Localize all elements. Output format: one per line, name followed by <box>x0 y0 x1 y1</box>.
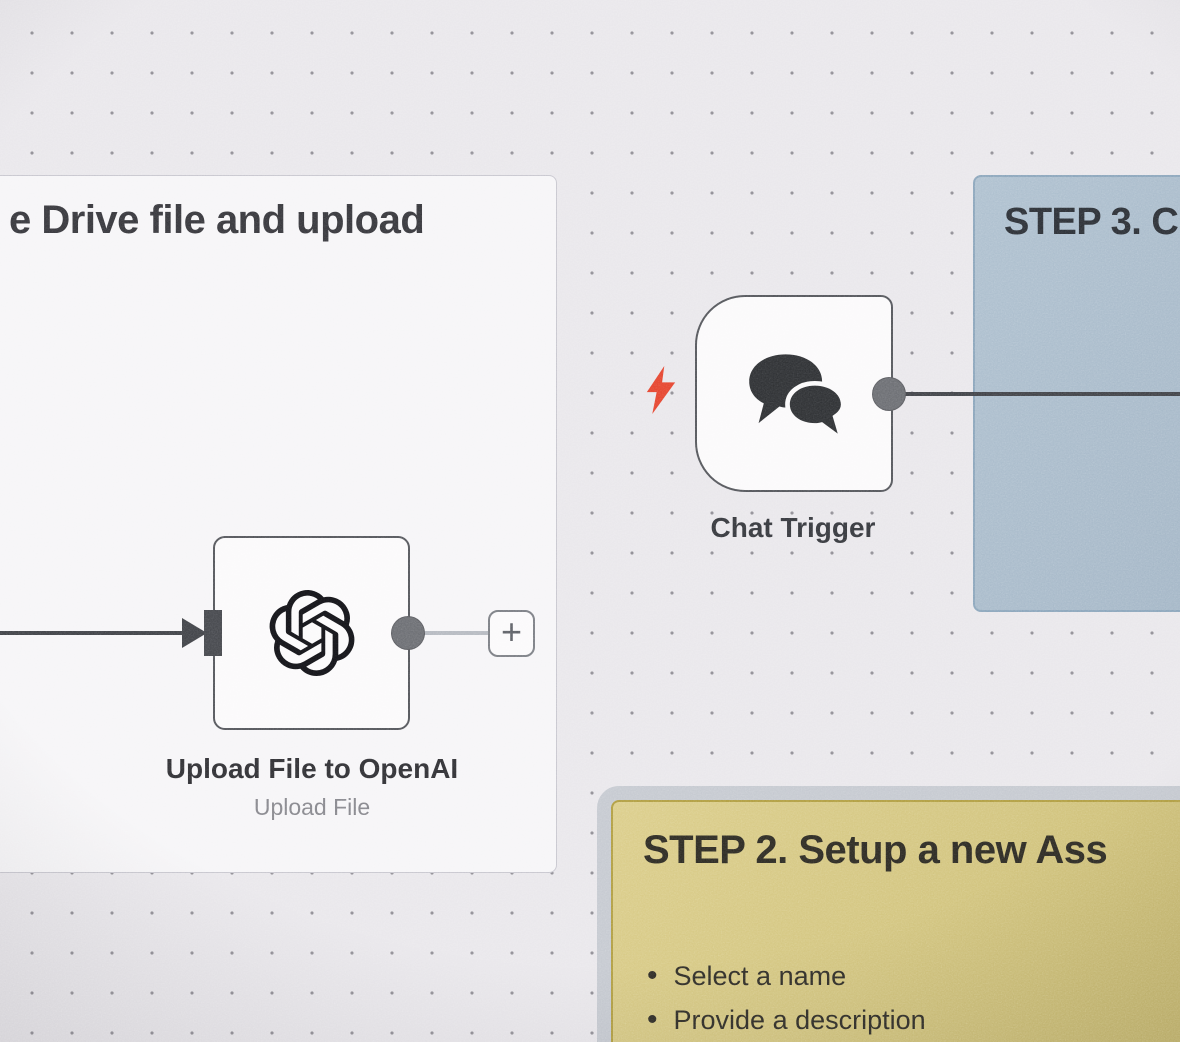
chat-bubbles-icon <box>749 353 844 438</box>
upload-node-title: Upload File to OpenAI <box>165 753 459 784</box>
connection-incoming-to-upload[interactable] <box>0 631 184 635</box>
node-chat-trigger[interactable] <box>695 295 893 492</box>
connector-stub <box>424 631 490 635</box>
upload-node-subtitle: Upload File <box>253 794 371 820</box>
sticky-note-title: e Drive file and upload <box>9 198 425 242</box>
upload-node-output-port[interactable] <box>391 616 425 650</box>
connection-chat-to-right[interactable] <box>903 392 1180 396</box>
sticky-bullet-list: Select a name Provide a description <box>647 954 926 1042</box>
node-upload-file-to-openai[interactable] <box>213 536 410 730</box>
add-node-button[interactable]: + <box>488 610 535 657</box>
upload-node-input-port[interactable] <box>204 610 222 656</box>
chat-node-output-port[interactable] <box>872 377 906 411</box>
sticky-note-title: STEP 3. C <box>1004 201 1179 243</box>
list-item: Provide a description <box>647 998 926 1042</box>
chat-node-title: Chat Trigger <box>710 512 876 543</box>
sticky-note-step2[interactable]: STEP 2. Setup a new Ass Select a name Pr… <box>611 800 1180 1042</box>
openai-logo-icon <box>269 590 354 676</box>
plus-icon: + <box>500 611 523 652</box>
lightning-bolt-icon <box>646 366 676 414</box>
sticky-note-title: STEP 2. Setup a new Ass <box>643 828 1108 872</box>
list-item: Select a name <box>647 954 926 998</box>
